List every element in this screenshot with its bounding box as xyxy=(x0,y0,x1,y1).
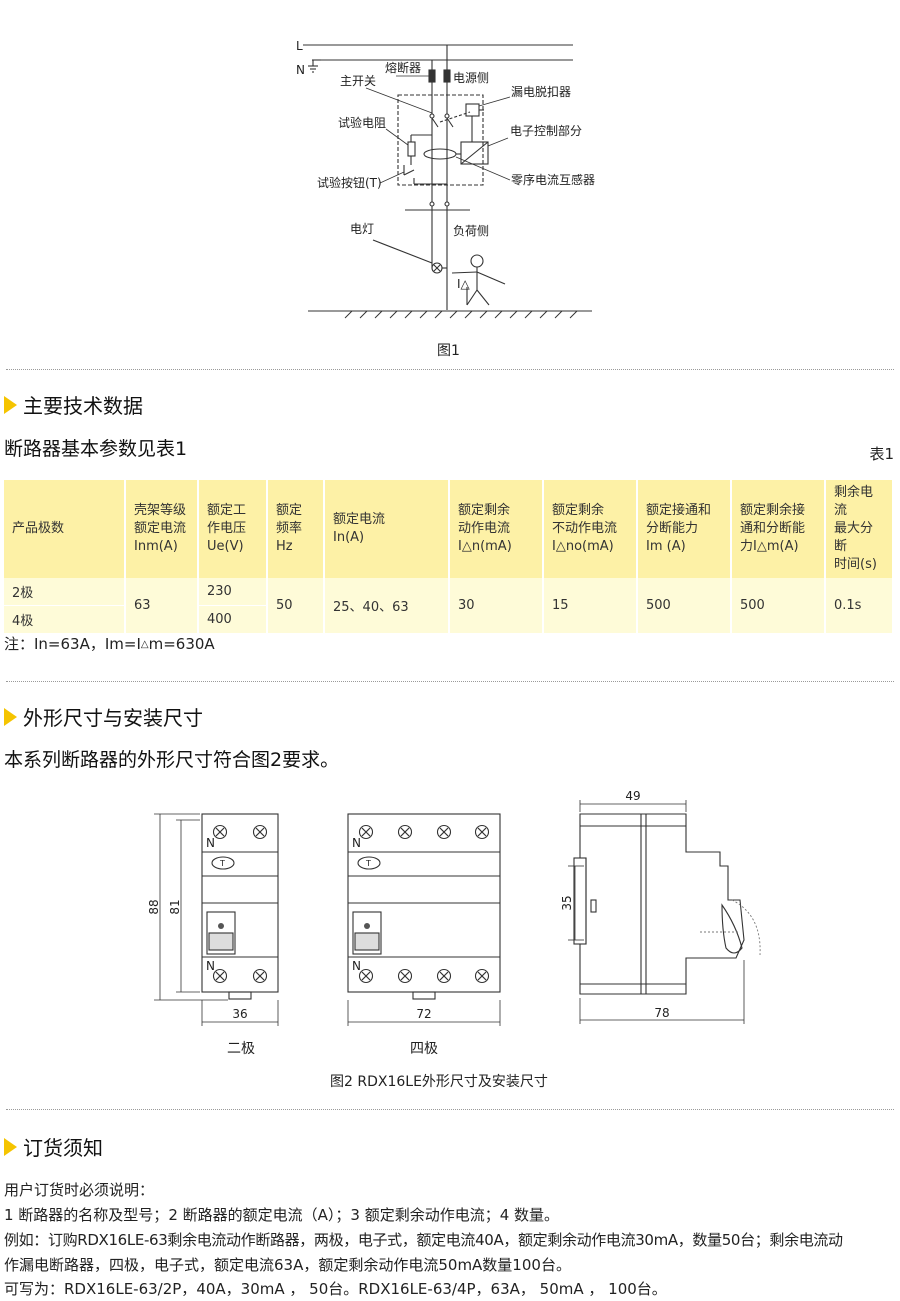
n-label-top: N xyxy=(206,836,215,850)
dim-36-label: 36 xyxy=(232,1007,247,1021)
dim-72-label: 72 xyxy=(416,1007,431,1021)
header-idm: 额定剩余接通和分断能力I△m(A) xyxy=(731,480,826,578)
divider xyxy=(6,681,894,682)
table-row: 4极 400 xyxy=(4,605,893,633)
table-row: 2极 63 230 50 25、40、63 30 15 500 500 0.1s xyxy=(4,578,894,634)
cell-idn: 30 xyxy=(449,578,544,634)
cell-time: 0.1s xyxy=(825,578,894,634)
triangle-bullet-icon xyxy=(4,395,17,414)
section-dimensions-header: 外形尺寸与安装尺寸 xyxy=(4,702,203,731)
header-poles: 产品极数 xyxy=(4,480,126,578)
dim-78-label: 78 xyxy=(654,1006,669,1020)
order-line-1: 用户订货时必须说明： xyxy=(4,1181,155,1199)
order-line-4: 作漏电断路器，四极，电子式，额定电流63A，额定剩余动作电流50mA数量100台… xyxy=(4,1256,571,1274)
cell-in: 25、40、63 xyxy=(324,578,450,634)
order-line-3: 例如：订购RDX16LE-63剩余电流动作断路器，两极，电子式，额定电流40A，… xyxy=(4,1231,843,1249)
wiring-diagram: L N 熔断器 电源侧 主开关 漏电脱扣器 试验电阻 电子控制部分 试验按钮(T… xyxy=(296,39,595,319)
table-intro: 断路器基本参数见表1 xyxy=(4,438,188,460)
cell-hz: 50 xyxy=(267,578,325,634)
cell-ue-400: 400 xyxy=(198,605,268,633)
power-side-label: 电源侧 xyxy=(453,71,489,85)
cell-poles-4: 4极 xyxy=(4,605,126,633)
zct-label: 零序电流互感器 xyxy=(511,172,595,187)
cell-idm: 500 xyxy=(731,578,826,634)
figure-1-caption: 图1 xyxy=(437,343,460,359)
header-time: 剩余电流最大分断时间(s) xyxy=(825,480,894,578)
order-line-5: 可写为：RDX16LE-63/2P，40A，30mA ， 50台。RDX16LE… xyxy=(4,1280,667,1298)
trip-device-label: 漏电脱扣器 xyxy=(511,84,571,99)
triangle-bullet-icon xyxy=(4,707,17,726)
cell-inm: 63 xyxy=(125,578,199,634)
outline-drawing: 88 81 36 72 49 35 78 N N N N T T 二极 四极 xyxy=(147,789,761,1057)
section-title: 主要技术数据 xyxy=(23,394,143,418)
cell-idno: 15 xyxy=(543,578,638,634)
order-line-2: 1 断路器的名称及型号；2 断路器的额定电流（A）；3 额定剩余动作电流；4 数… xyxy=(4,1206,560,1224)
cell-ue-230: 230 xyxy=(198,578,268,606)
main-switch-label: 主开关 xyxy=(340,74,376,88)
fuse-label: 熔断器 xyxy=(385,60,421,75)
test-button-t-label: T xyxy=(219,859,225,868)
dim-88-label: 88 xyxy=(147,899,161,914)
electronic-control-label: 电子控制部分 xyxy=(510,123,582,138)
leak-current-label: I△ xyxy=(457,277,471,291)
test-button-label: 试验按钮(T) xyxy=(317,175,382,190)
section-order-header: 订货须知 xyxy=(4,1132,103,1161)
cell-im: 500 xyxy=(637,578,732,634)
n-label-top: N xyxy=(352,836,361,850)
four-pole-label: 四极 xyxy=(410,1041,438,1057)
dim-35-label: 35 xyxy=(560,895,574,910)
load-side-label: 负荷侧 xyxy=(453,224,489,238)
dimensions-intro: 本系列断路器的外形尺寸符合图2要求。 xyxy=(4,749,340,771)
section-tech-data-header: 主要技术数据 xyxy=(4,390,143,419)
test-button-t-label: T xyxy=(365,859,371,868)
two-pole-label: 二极 xyxy=(227,1041,255,1057)
divider xyxy=(6,1109,894,1110)
figure-2-caption: 图2 RDX16LE外形尺寸及安装尺寸 xyxy=(330,1074,548,1090)
cell-poles-2: 2极 xyxy=(4,578,126,606)
dim-81-label: 81 xyxy=(168,899,182,914)
line-N-label: N xyxy=(296,63,305,77)
line-L-label: L xyxy=(296,39,303,53)
divider xyxy=(6,369,894,370)
n-label-bottom: N xyxy=(352,959,361,973)
table-note: 注：In=63A，Im=I△m=630A xyxy=(4,635,215,653)
n-label-bottom: N xyxy=(206,959,215,973)
table-label: 表1 xyxy=(869,445,894,463)
lamp-label: 电灯 xyxy=(350,222,374,236)
triangle-bullet-icon xyxy=(4,1137,17,1156)
dim-49-label: 49 xyxy=(625,789,640,803)
section-title: 订货须知 xyxy=(23,1136,103,1160)
section-title: 外形尺寸与安装尺寸 xyxy=(23,706,203,730)
test-resistor-label: 试验电阻 xyxy=(338,115,386,130)
